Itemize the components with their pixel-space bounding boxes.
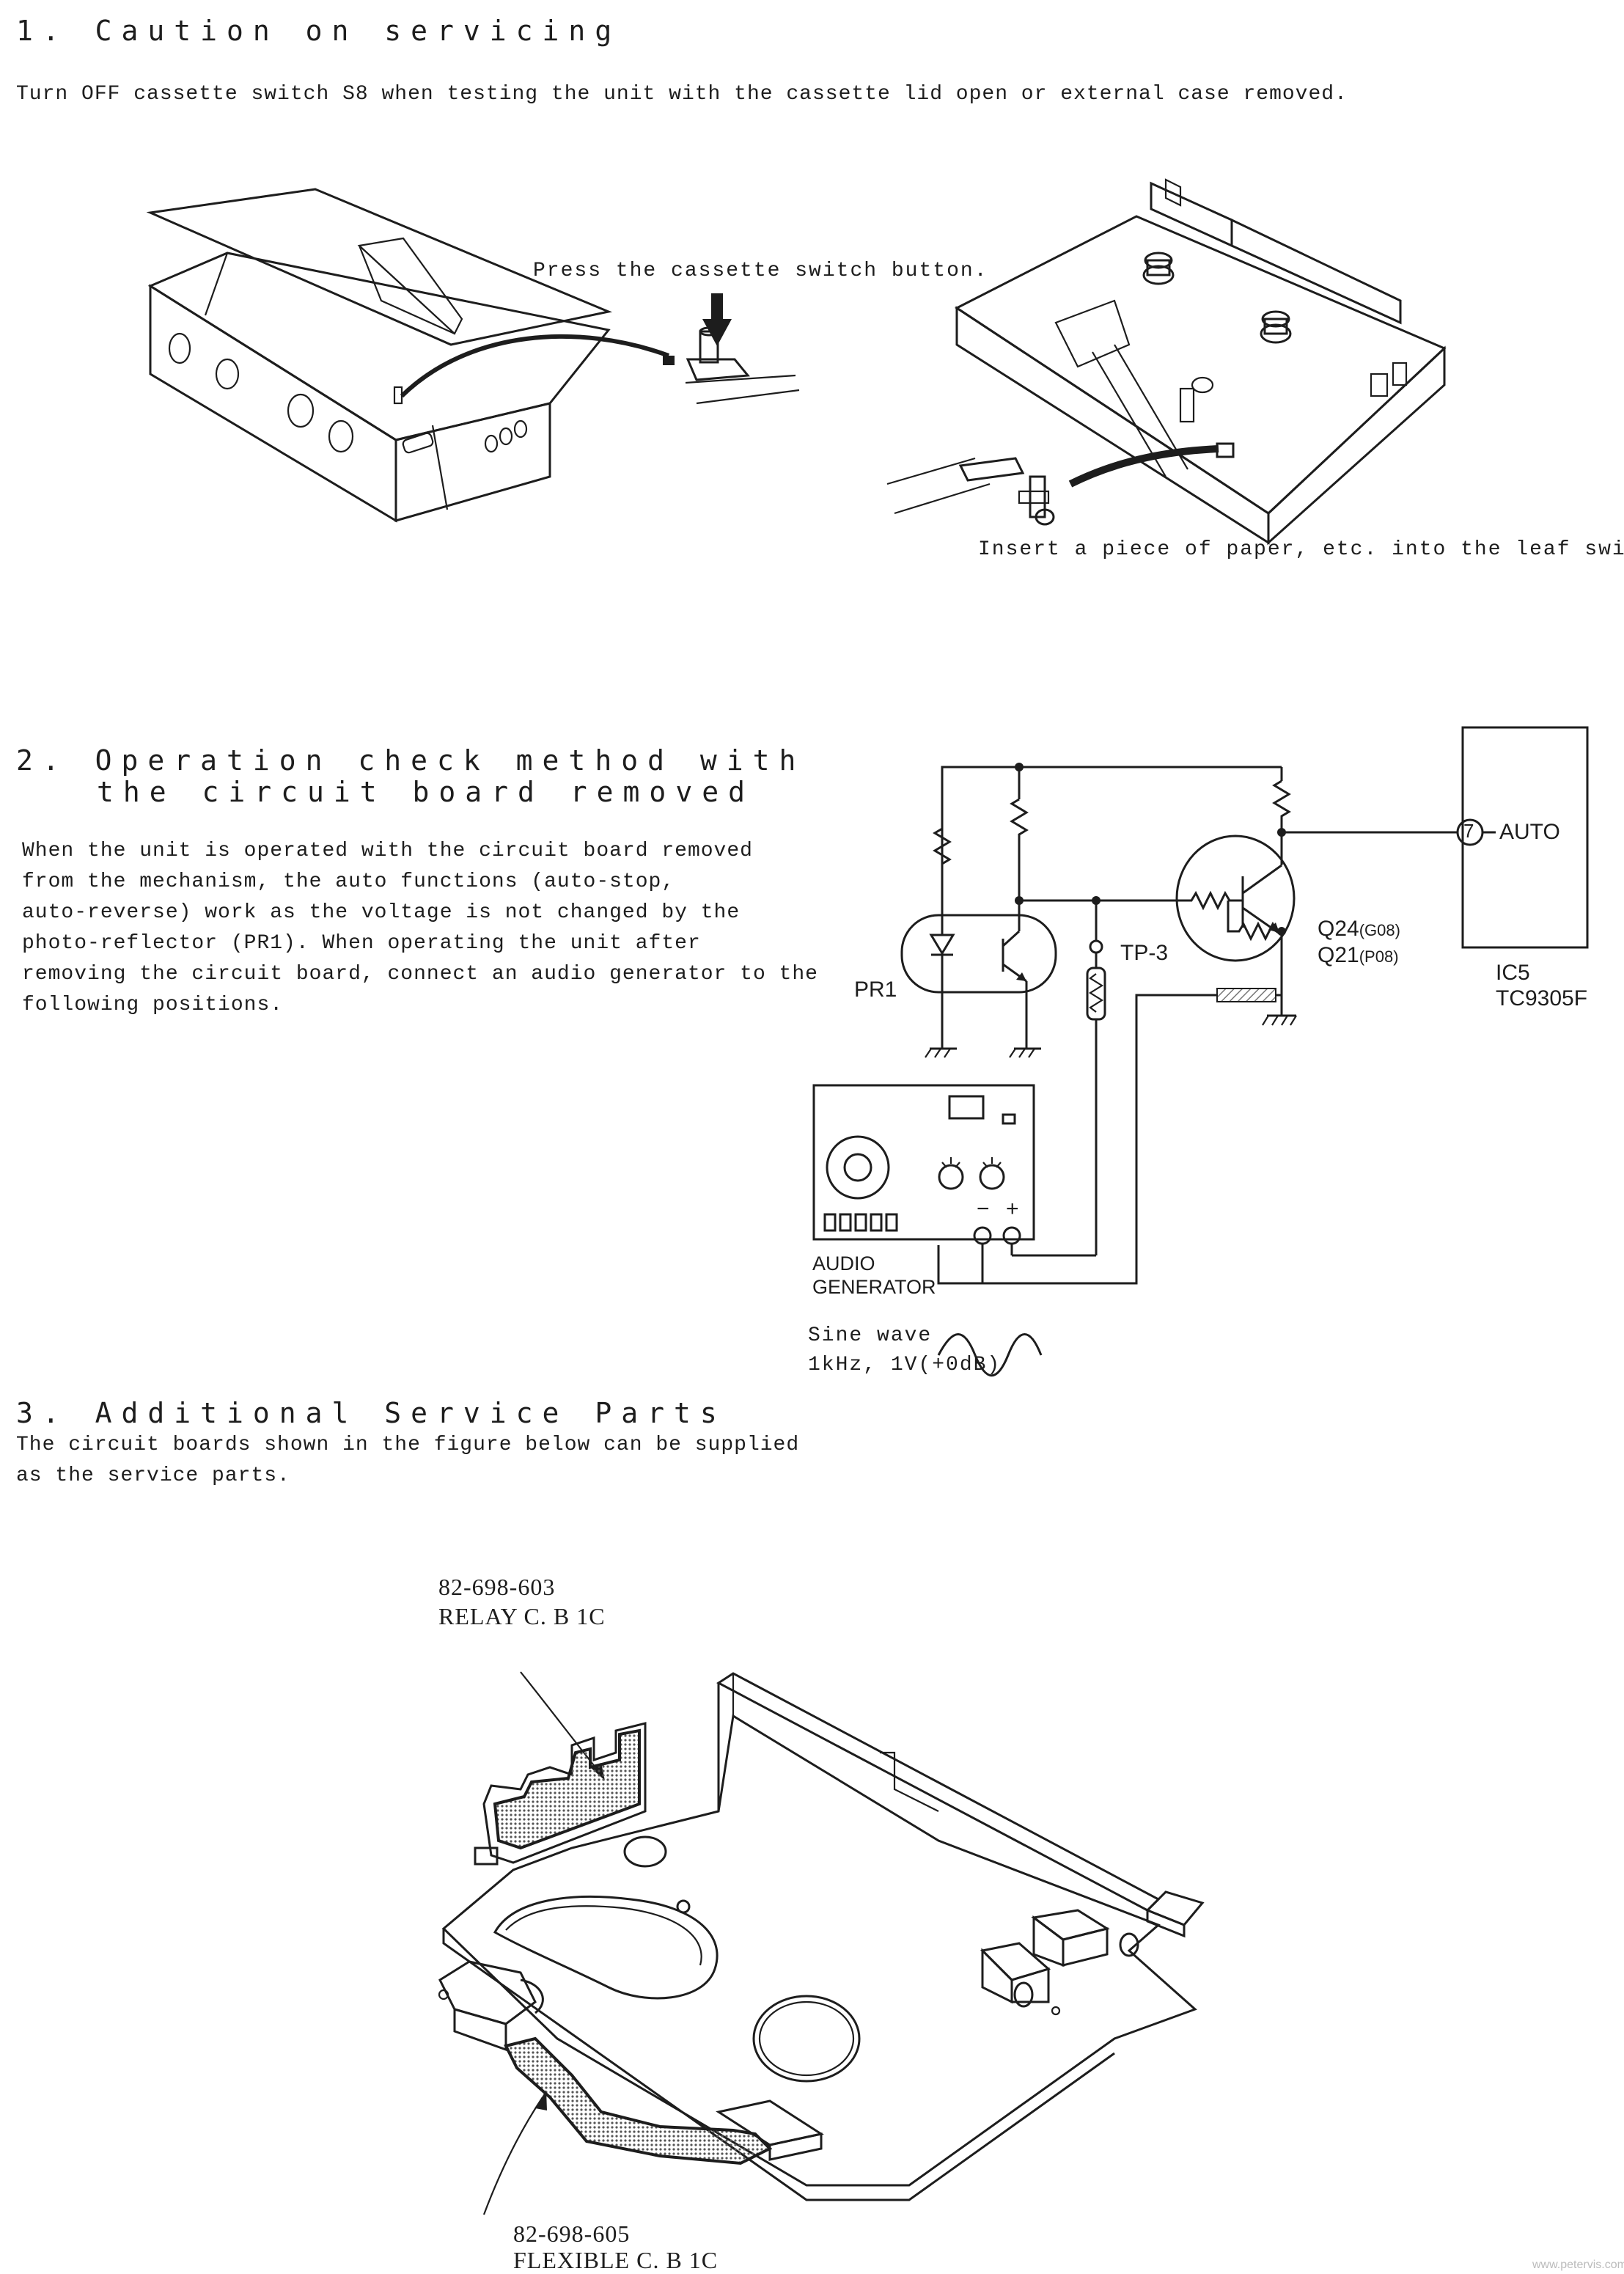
section2-paragraph-line: removing the circuit board, connect an a… [22, 963, 818, 986]
section2-paragraph-line: When the unit is operated with the circu… [22, 840, 753, 862]
audio-generator-label-line2: GENERATOR [812, 1276, 936, 1298]
callout-insert-paper-leaf-switch: Insert a piece of paper, etc. into the l… [978, 538, 1624, 561]
cassette-unit-illustration [146, 188, 800, 523]
q21-label: Q21(P08) [1318, 943, 1399, 968]
pr1-label: PR1 [854, 978, 897, 1002]
ic5-part-label: TC9305F [1496, 986, 1588, 1011]
q21-name: Q21 [1318, 943, 1359, 967]
ic-pin-auto-label: AUTO [1499, 820, 1560, 844]
section3-heading: 3. Additional Service Parts [16, 1397, 727, 1429]
section2-paragraph-line: photo-reflector (PR1). When operating th… [22, 932, 701, 955]
callout-press-cassette-switch: Press the cassette switch button. [533, 260, 988, 282]
q24-variant: (G08) [1359, 921, 1400, 939]
flexible-part-number: 82-698-605 [513, 2220, 631, 2247]
section3-paragraph: The circuit boards shown in the figure b… [16, 1430, 799, 1492]
sine-wave-label: Sine wave [808, 1324, 933, 1347]
auto-function-schematic [812, 726, 1589, 1377]
section2-paragraph-line: from the mechanism, the auto functions (… [22, 870, 675, 893]
ic5-label: IC5 [1496, 961, 1530, 985]
generator-minus-label: − [977, 1197, 990, 1221]
section1-instruction: Turn OFF cassette switch S8 when testing… [16, 83, 1348, 106]
section3-paragraph-line: as the service parts. [16, 1464, 290, 1487]
circuit-board-illustration [438, 1671, 1205, 2215]
section1-heading: 1. Caution on servicing [16, 15, 622, 47]
tp3-label: TP-3 [1120, 941, 1169, 965]
source-watermark: www.petervis.com [1532, 2259, 1624, 2271]
relay-board-name: RELAY C. B 1C [438, 1603, 606, 1629]
cassette-mechanism-illustration [886, 178, 1447, 546]
section2-paragraph-line: auto-reverse) work as the voltage is not… [22, 901, 741, 924]
generator-plus-label: + [1006, 1197, 1019, 1221]
section2-paragraph-line: following positions. [22, 994, 284, 1016]
flexible-board-name: FLEXIBLE C. B 1C [513, 2247, 719, 2273]
ic-pin-number: 7 [1463, 820, 1474, 842]
q24-label: Q24(G08) [1318, 917, 1400, 942]
section2-heading-line1: 2. Operation check method with [16, 744, 806, 777]
q24-name: Q24 [1318, 917, 1359, 941]
q21-variant: (P08) [1359, 947, 1399, 966]
section2-paragraph: When the unit is operated with the circu… [22, 836, 818, 1021]
audio-generator-label-line1: AUDIO [812, 1252, 875, 1274]
section3-paragraph-line: The circuit boards shown in the figure b… [16, 1434, 800, 1456]
relay-part-number: 82-698-603 [438, 1574, 556, 1600]
section2-heading-line2: the circuit board removed [97, 776, 754, 808]
sine-wave-spec: 1kHz, 1V(+0dB) [808, 1354, 1002, 1376]
